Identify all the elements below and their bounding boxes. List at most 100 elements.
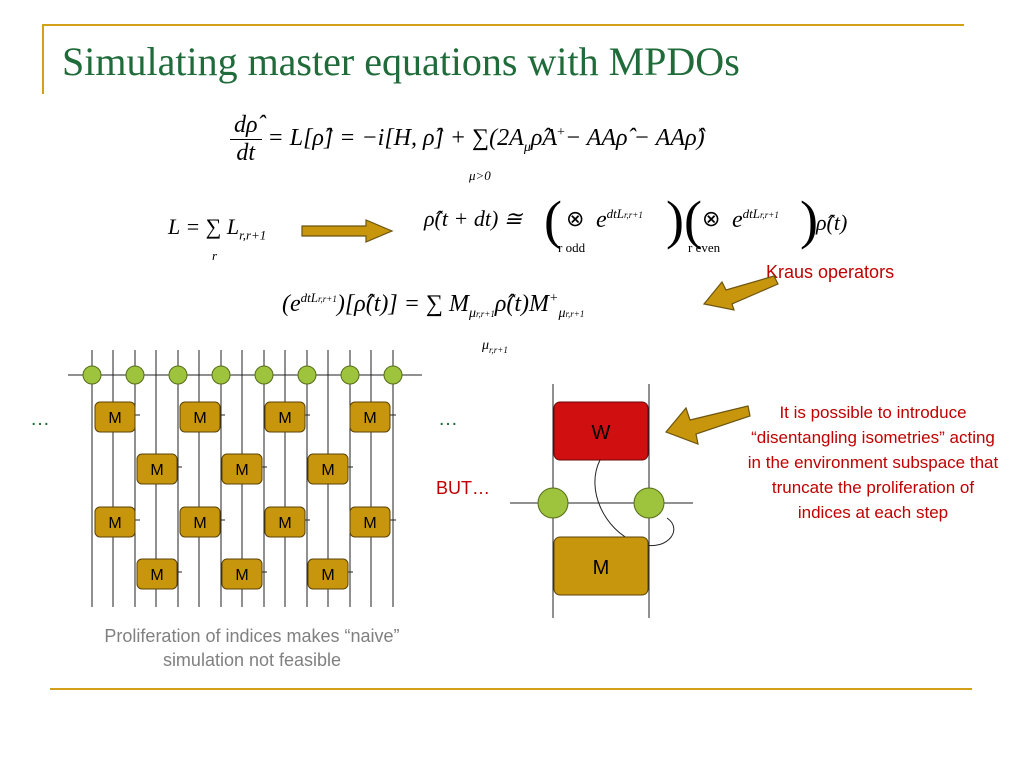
m-tensor-label: M [321,567,334,584]
m-tensor [307,558,349,590]
kraus-sum-index-mu: μ [482,338,490,353]
kraus-M2-sub: μ [558,305,566,321]
m-tensor-label: M [321,462,334,479]
tensor-network-diagram: M M M M M M M M M M M M M M [68,350,422,607]
kraus-lhs: (e [282,291,301,317]
w-isometry-label: W [592,422,611,444]
L-def-sub: r,r+1 [239,227,267,243]
m-tensor [94,506,136,538]
site-node [168,365,188,385]
bottom-rule [50,688,972,690]
m-tensor [136,558,178,590]
L-sum-index: r [212,248,218,263]
r-even-label: r even [688,240,721,255]
master-sum-index: μ>0 [469,168,491,183]
left-rule [42,24,44,94]
site-node [297,365,317,385]
top-rule [44,24,964,26]
evolution-paren-mid: )( [666,190,702,250]
isometry-diagram: W M [510,384,693,618]
otimes-odd: ⊗ [566,206,585,231]
master-term-rho-A: ρ̂A [530,125,558,152]
m-tensor-label: M [235,462,248,479]
exp-even-power-sub: r,r+1 [760,210,779,220]
m-tensor-label: M [193,410,206,427]
m-tensor-label: M [108,515,121,532]
m-tensor-label: M [278,410,291,427]
m-tensor [349,506,391,538]
m-tensor [136,453,178,485]
master-tail-3: ρ̂ − A [616,125,671,152]
m-tensor [179,506,221,538]
environment-node-left [537,487,569,519]
evolution-tail: ρ̂(t) [816,210,848,235]
site-node [125,365,145,385]
m-tensor-label: M [150,462,163,479]
master-tail-2: A [601,125,617,152]
exp-even-power: dtL [742,206,760,221]
ellipsis-right: … [438,408,458,430]
master-term-2A: (2A [489,125,524,152]
implies-arrow [301,219,394,243]
kraus-mid: )[ρ̂(t)] = ∑ M [336,291,469,317]
otimes-even: ⊗ [702,206,721,231]
exp-odd: edtLr,r+1 [596,206,643,234]
site-node [340,365,360,385]
w-isometry [553,401,649,461]
m-tensor-label: M [150,567,163,584]
kraus-equation: (edtLr,r+1)[ρ̂(t)] = ∑ Mμr,r+1ρ̂(t)M+μr,… [282,290,584,322]
site-node [383,365,403,385]
kraus-sum-index: μr,r+1 [482,338,508,355]
slide-title: Simulating master equations with MPDOs [62,39,740,84]
master-tail-1: − A [564,125,602,152]
m-tensor [264,401,306,433]
m-tensor [94,401,136,433]
isometry-arrow [664,405,751,445]
L-definition: L = ∑ Lr,r+1 [168,214,266,243]
kraus-dagger: + [549,291,559,306]
kraus-sum-index-sub: r,r+1 [489,344,508,355]
evolution-equation: ρ̂(t + dt) ≅ [424,206,522,232]
disentangling-isometries-note: It is possible to introduce “disentangli… [747,403,999,522]
exp-even-base: e [732,207,743,233]
r-odd-label: r odd [558,240,586,255]
m-tensor-label: M [363,515,376,532]
master-rhs: = L[ρ̂] = −i[H, ρ̂] + ∑ [267,125,490,152]
m-tensor-right [553,536,649,596]
environment-node-right [633,487,665,519]
kraus-operators-label: Kraus operators [766,262,895,282]
kraus-M2-subsub: r,r+1 [565,308,585,319]
kraus-exp-power: dtL [300,290,318,305]
derivative-denominator: dt [236,140,256,166]
site-node [254,365,274,385]
kraus-rho: ρ̂(t)M [494,291,550,317]
diagram-caption: Proliferation of indices makes “naive” s… [104,626,400,670]
exp-odd-power-sub: r,r+1 [624,210,643,220]
site-node [211,365,231,385]
m-tensor [264,506,306,538]
exp-even: edtLr,r+1 [732,206,779,234]
master-term-mu: μ [523,139,531,155]
m-tensor-label: M [235,567,248,584]
evolution-paren-open: ( [544,190,562,250]
kraus-M-subsub: r,r+1 [476,308,495,319]
m-tensor-label: M [363,410,376,427]
m-tensor [179,401,221,433]
kraus-exp-sub: r,r+1 [318,294,337,304]
kraus-M-sub: μ [468,305,477,321]
m-tensor [221,453,263,485]
exp-odd-base: e [596,207,607,233]
m-tensor [307,453,349,485]
m-tensor-label: M [193,515,206,532]
master-tail-4: A [670,125,686,152]
ellipsis-left: … [30,408,50,430]
m-tensor [349,401,391,433]
derivative-numerator: dρ̂ [230,112,262,140]
evolution-paren-close: ) [800,190,818,250]
master-equation: dρ̂ dt = L[ρ̂] = −i[H, ρ̂] + ∑(2Aμρ̂A+− … [230,112,705,167]
L-def-main: L = ∑ L [168,214,240,239]
evolution-lhs: ρ̂(t + dt) ≅ [424,206,523,231]
site-node [82,365,102,385]
m-tensor [221,558,263,590]
m-tensor-label: M [278,515,291,532]
